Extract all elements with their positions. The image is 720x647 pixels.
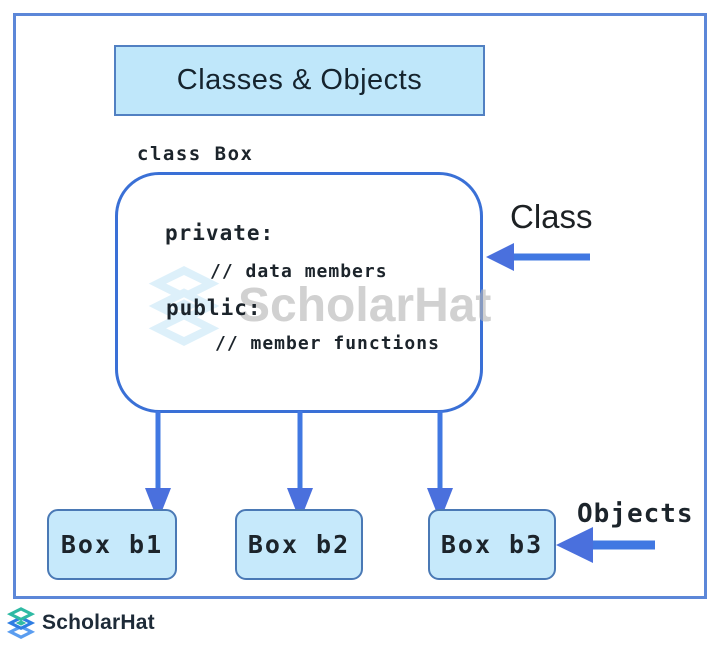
object-box-b2: Box b2 [235,509,363,580]
object-box-b3: Box b3 [428,509,556,580]
scholarhat-watermark-icon [148,266,220,346]
code-line-data-members: // data members [210,261,388,282]
watermark-text: ScholarHat [238,279,492,332]
diagram-title-box: Classes & Objects [114,45,485,116]
code-line-public: public: [166,296,262,320]
footer-brand: ScholarHat [6,607,155,639]
watermark: ScholarHat [146,266,491,346]
object-arrow-b3-icon [427,411,453,521]
objects-arrow-icon [556,527,655,563]
class-box-label: class Box [137,143,254,165]
class-annotation-label: Class [510,198,593,235]
code-line-member-functions: // member functions [215,333,440,354]
object-box-b1: Box b1 [47,509,177,580]
object-arrow-b2-icon [287,411,313,521]
diagram-title: Classes & Objects [176,64,423,96]
footer-brand-text: ScholarHat [42,611,155,634]
objects-annotation-label: Objects [577,499,694,529]
scholarhat-logo-icon [6,607,36,639]
object-arrow-b1-icon [145,411,171,521]
code-line-private: private: [165,221,275,245]
class-definition-box: private: // data members public: // memb… [115,172,483,413]
class-arrow-icon [486,243,590,271]
